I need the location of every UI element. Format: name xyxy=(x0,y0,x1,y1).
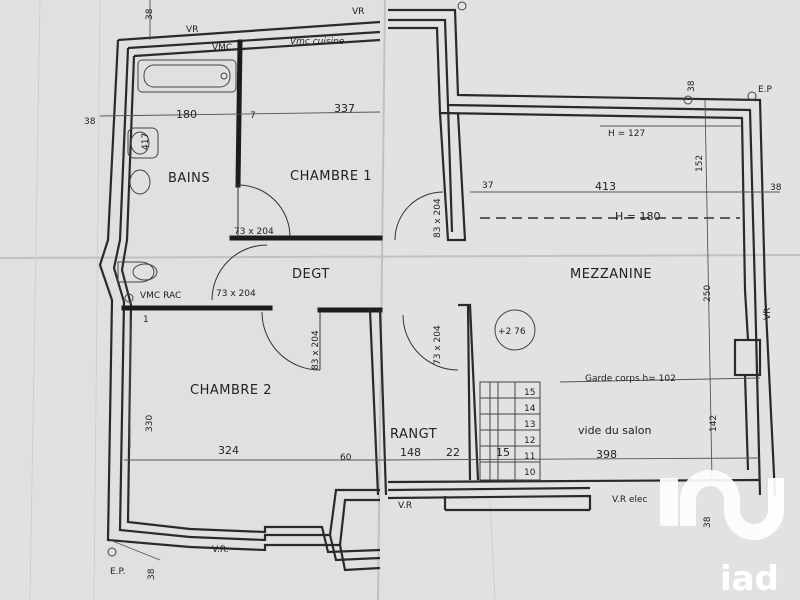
dim-1: 1 xyxy=(143,315,149,325)
fold-line-horizontal xyxy=(0,254,800,259)
iad-logo-text: iad xyxy=(720,559,779,599)
label-garde-corps: Garde corps h= 102 xyxy=(585,374,676,384)
label-vmc-rac: VMC RAC xyxy=(140,291,181,301)
label-vmc-cuisine: Vmc cuisine xyxy=(290,37,345,47)
dimension-lines xyxy=(99,0,780,561)
label-h180: H = 180 xyxy=(615,210,660,223)
dim-250: 250 xyxy=(703,285,713,302)
sheet-grid xyxy=(29,0,496,600)
label-vmc: VMC xyxy=(212,43,232,53)
room-label-mezzanine: MEZZANINE xyxy=(570,267,652,282)
label-vr-bottom1: V.R xyxy=(398,501,412,511)
door-label-1: 73 x 204 xyxy=(234,227,274,237)
door-label-5: 73 x 204 xyxy=(433,325,443,365)
label-ep-top: E.P xyxy=(758,85,773,95)
stair-step-label: 15 xyxy=(524,388,535,398)
survey-markers xyxy=(107,1,757,557)
bidet xyxy=(129,169,151,195)
room-label-degt: DEGT xyxy=(292,267,330,282)
dim-60: 60 xyxy=(340,453,352,463)
dim-38-bottom: 38 xyxy=(147,568,157,580)
stair-step-label: 13 xyxy=(524,420,535,430)
dim-413: 413 xyxy=(595,180,616,193)
dim-38-top-left: 38 xyxy=(145,8,155,20)
stair-step-label: 14 xyxy=(524,404,536,414)
room-label-chambre2: CHAMBRE 2 xyxy=(190,383,272,398)
stair-step-label: 10 xyxy=(524,468,536,478)
label-vr-elec: V.R elec xyxy=(612,495,648,505)
sink xyxy=(127,127,159,159)
label-vr-right: VR xyxy=(763,308,773,320)
door-label-2: 73 x 204 xyxy=(216,289,256,299)
room-label-chambre1: CHAMBRE 1 xyxy=(290,169,372,184)
dim-7: 7 xyxy=(250,111,256,121)
dim-38-right: 38 xyxy=(770,183,782,193)
door-label-4: 83 x 204 xyxy=(311,330,321,370)
label-ep-bottom: E.P. xyxy=(110,567,125,577)
dim-148: 148 xyxy=(400,446,421,459)
dim-180: 180 xyxy=(176,108,197,121)
level-marker-circle xyxy=(494,309,536,351)
interior-walls xyxy=(121,39,480,496)
dim-38-left: 38 xyxy=(84,117,96,127)
label-lavabo-num: 417 xyxy=(141,133,151,150)
doors xyxy=(211,184,459,371)
label-vr-top: VR xyxy=(186,25,198,35)
dim-38-top-right: 38 xyxy=(687,80,697,92)
door-label-3: 83 x 204 xyxy=(433,198,443,238)
staircase xyxy=(479,381,541,481)
label-level: +2 76 xyxy=(498,327,526,337)
room-label-bains: BAINS xyxy=(168,171,210,186)
vmc-vent xyxy=(124,293,134,303)
dim-324: 324 xyxy=(218,444,239,457)
dim-337: 337 xyxy=(334,102,355,115)
dim-15: 15 xyxy=(496,446,510,459)
dim-38-bottom-right: 38 xyxy=(703,516,713,528)
dim-330: 330 xyxy=(145,415,155,432)
toilet xyxy=(117,261,158,283)
dim-152: 152 xyxy=(695,155,705,172)
room-label-vide-salon: vide du salon xyxy=(578,424,652,437)
stair-step-label: 11 xyxy=(524,452,535,462)
dim-142: 142 xyxy=(709,415,719,432)
stair-step-label: 12 xyxy=(524,436,535,446)
label-h127: H = 127 xyxy=(608,129,645,139)
dim-37: 37 xyxy=(482,181,493,191)
dim-398: 398 xyxy=(596,448,617,461)
dim-22: 22 xyxy=(446,446,460,459)
label-vr-bottom2: V.R. xyxy=(212,545,229,555)
bathtub xyxy=(137,59,237,93)
iad-logo xyxy=(660,470,784,540)
label-vr-top2: VR xyxy=(352,7,364,17)
room-label-rangt: RANGT xyxy=(390,427,437,442)
